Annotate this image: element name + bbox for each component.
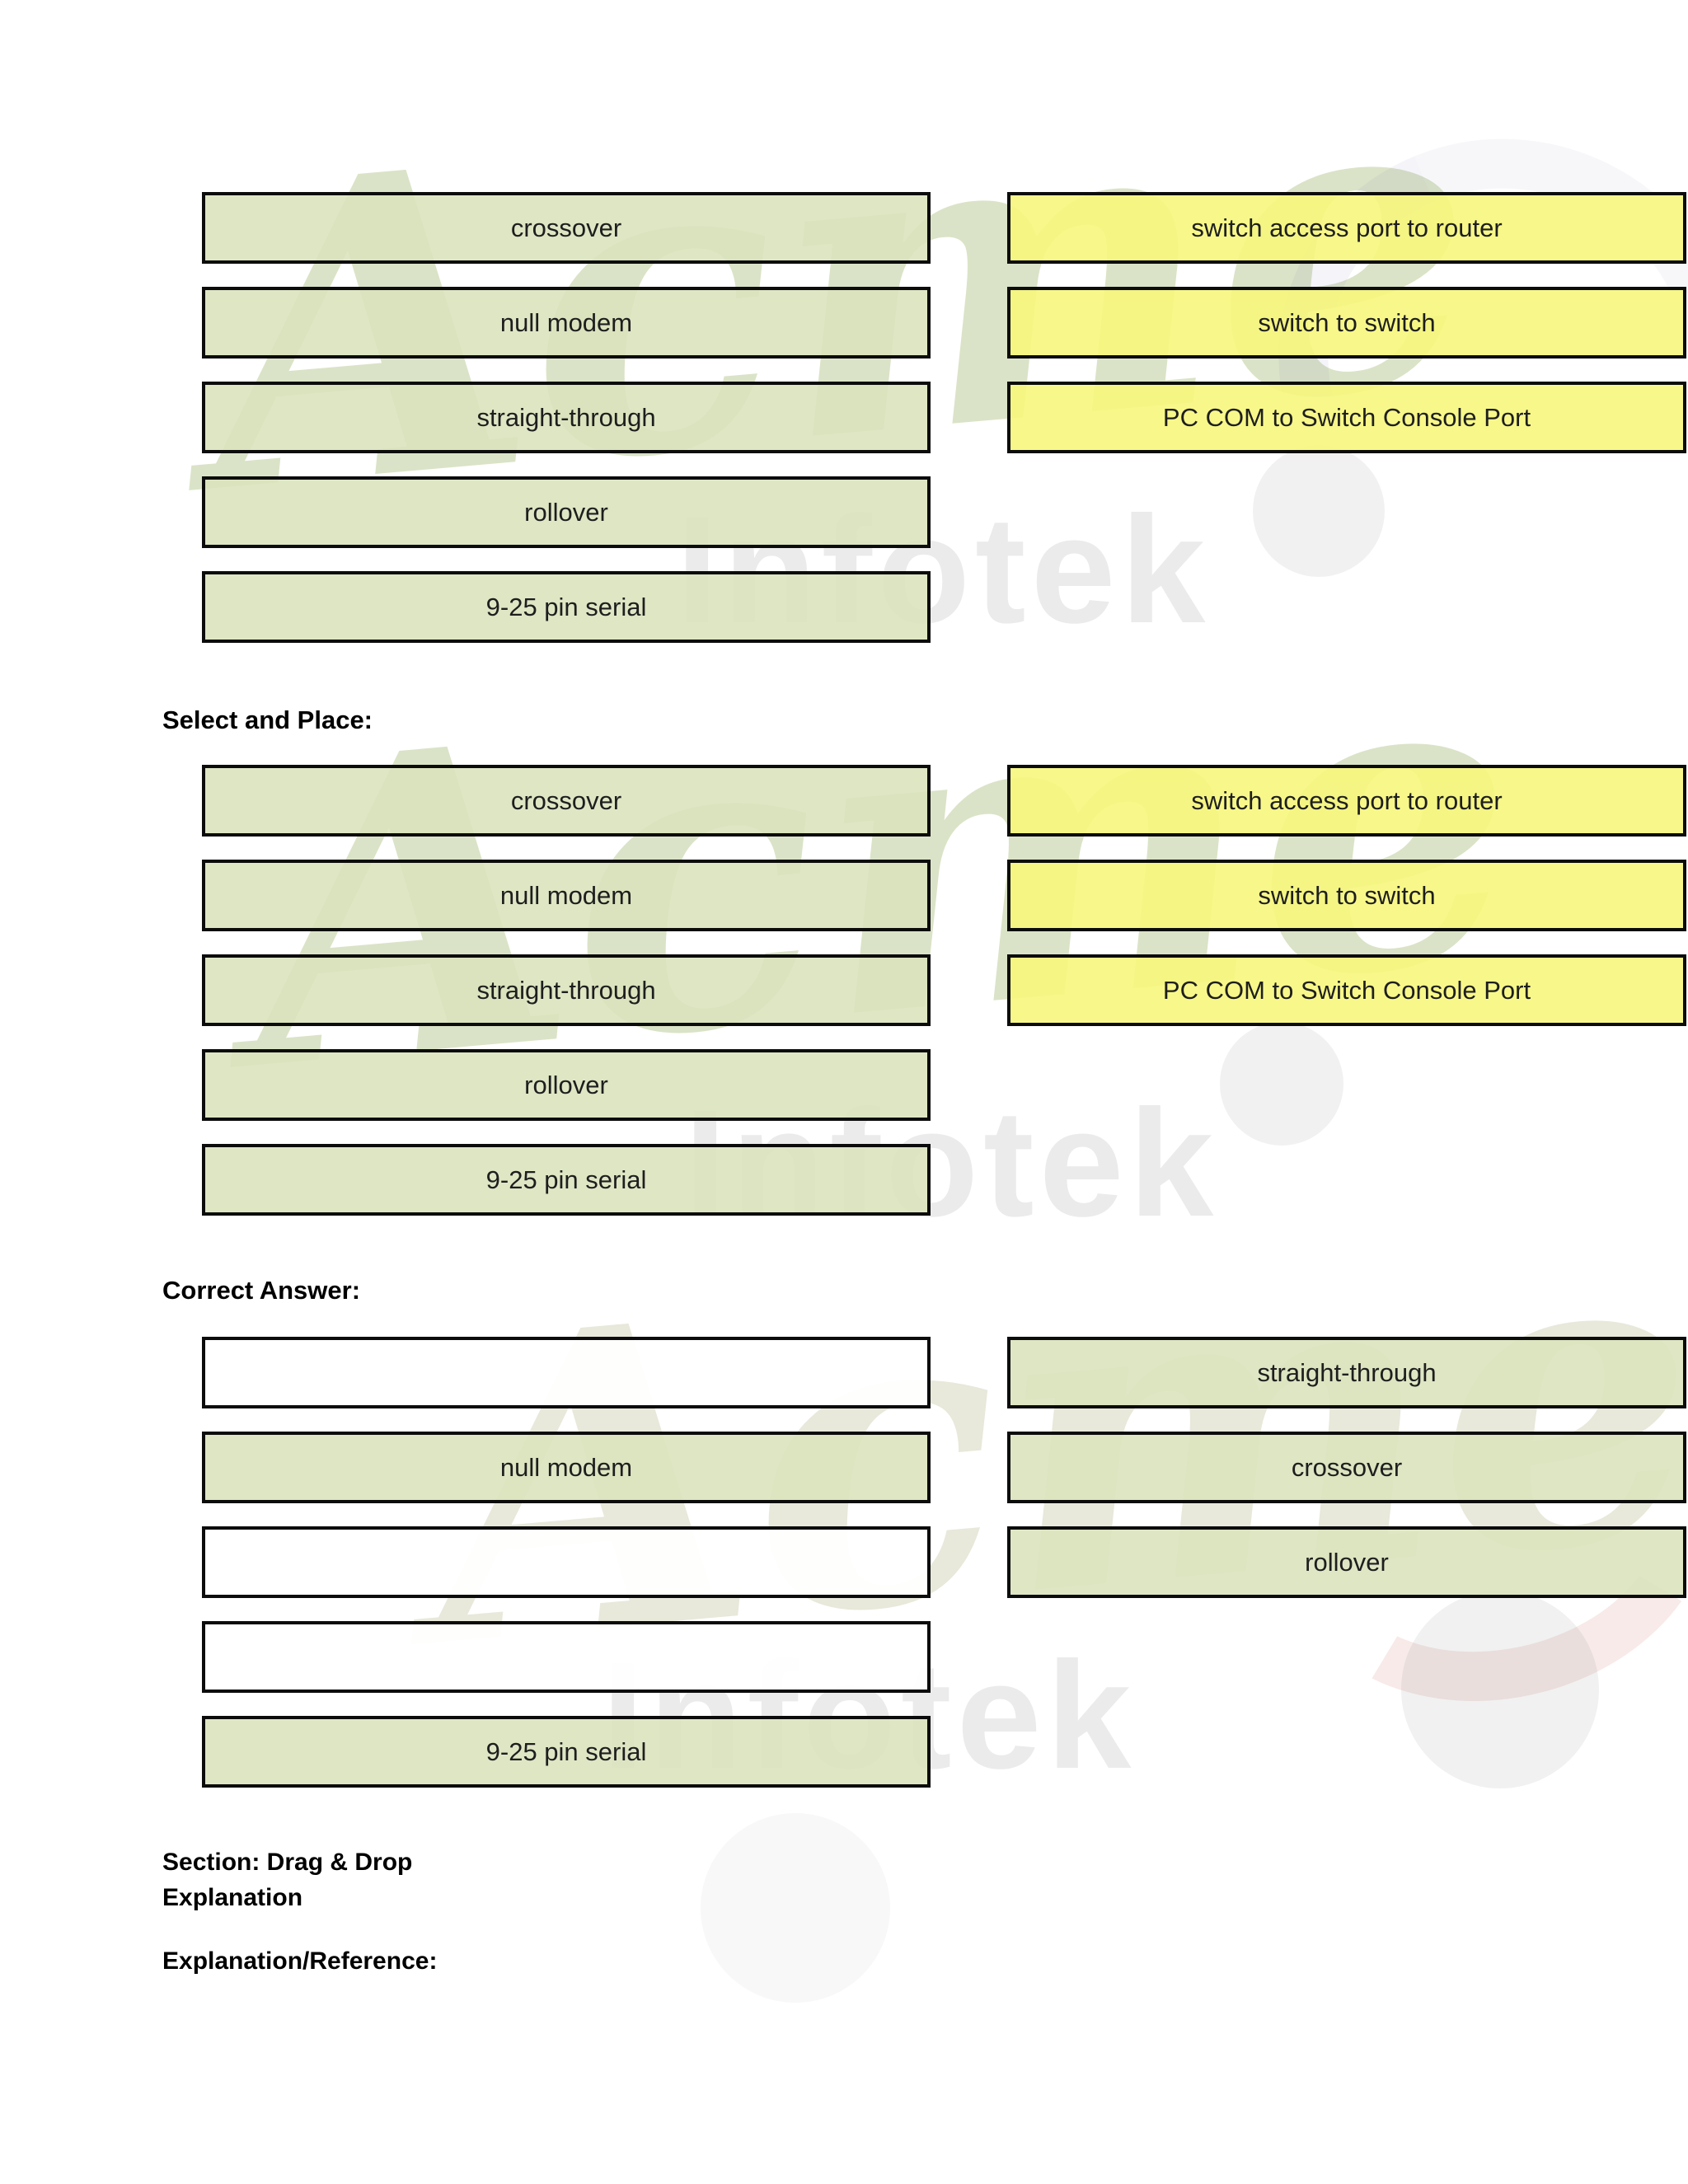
answer-connection-crossover: crossover (1007, 1432, 1686, 1503)
select-and-place-heading: Select and Place: (162, 705, 373, 734)
answer-connection-rollover: rollover (1007, 1526, 1686, 1598)
cable-option-9-25-pin-serial[interactable]: 9-25 pin serial (202, 1144, 931, 1216)
target-switch-access-port-to-router[interactable]: switch access port to router (1007, 765, 1686, 837)
target-switch-to-switch[interactable]: switch to switch (1007, 287, 1686, 359)
cable-option-crossover[interactable]: crossover (202, 765, 931, 837)
watermark-ball (701, 1813, 890, 2003)
target-switch-to-switch[interactable]: switch to switch (1007, 860, 1686, 931)
reference-label: Explanation/Reference: (162, 1947, 438, 1975)
cable-option-rollover[interactable]: rollover (202, 476, 931, 548)
answer-cable-9-25-pin-serial: 9-25 pin serial (202, 1716, 931, 1788)
cable-option-straight-through[interactable]: straight-through (202, 954, 931, 1026)
answer-slot-empty (202, 1621, 931, 1693)
watermark-swoosh (1211, 69, 1688, 656)
section-label: Section: Drag & Drop (162, 1849, 413, 1876)
explanation-label: Explanation (162, 1884, 303, 1911)
answer-connection-straight-through: straight-through (1007, 1337, 1686, 1408)
answer-slot-empty (202, 1526, 931, 1598)
target-pc-com-to-switch-console-port[interactable]: PC COM to Switch Console Port (1007, 954, 1686, 1026)
cable-option-straight-through[interactable]: straight-through (202, 382, 931, 453)
cable-option-null-modem[interactable]: null modem (202, 287, 931, 359)
watermark-ball (1401, 1591, 1599, 1788)
target-pc-com-to-switch-console-port[interactable]: PC COM to Switch Console Port (1007, 382, 1686, 453)
cable-option-9-25-pin-serial[interactable]: 9-25 pin serial (202, 571, 931, 643)
cable-option-crossover[interactable]: crossover (202, 192, 931, 264)
cable-option-rollover[interactable]: rollover (202, 1049, 931, 1121)
correct-answer-heading: Correct Answer: (162, 1276, 361, 1305)
answer-slot-empty (202, 1337, 931, 1408)
answer-cable-null-modem: null modem (202, 1432, 931, 1503)
watermark-ball (1253, 445, 1385, 577)
watermark-ball (1220, 1022, 1343, 1146)
target-switch-access-port-to-router[interactable]: switch access port to router (1007, 192, 1686, 264)
cable-option-null-modem[interactable]: null modem (202, 860, 931, 931)
